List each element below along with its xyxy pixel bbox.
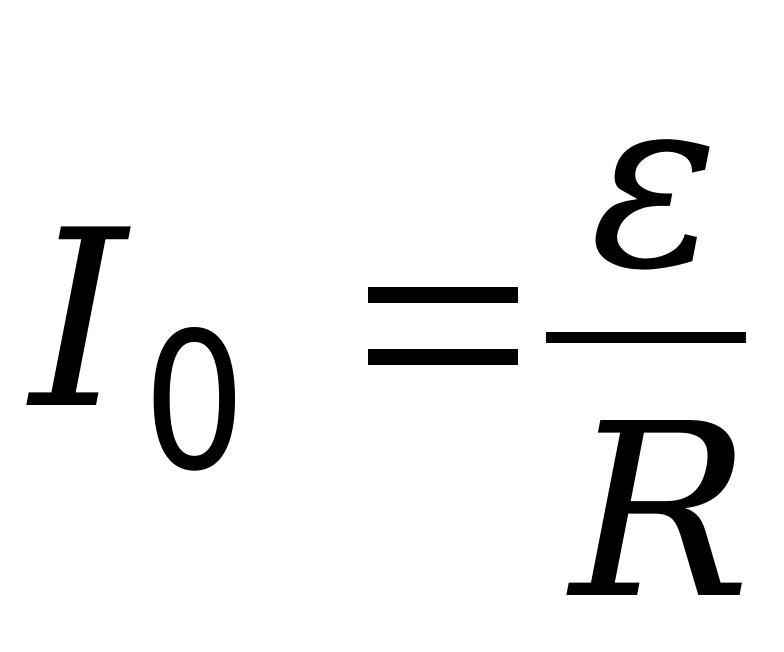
equals-sign-top-bar bbox=[368, 287, 518, 303]
current-equation: I 0 ε R bbox=[30, 42, 751, 652]
current-subscript: 0 bbox=[143, 292, 246, 513]
fraction-numerator: ε bbox=[590, 42, 719, 322]
fraction-denominator: R bbox=[570, 372, 751, 652]
current-symbol: I bbox=[30, 178, 127, 463]
equals-sign-bottom-bar bbox=[368, 349, 518, 365]
fraction-bar bbox=[546, 332, 746, 343]
